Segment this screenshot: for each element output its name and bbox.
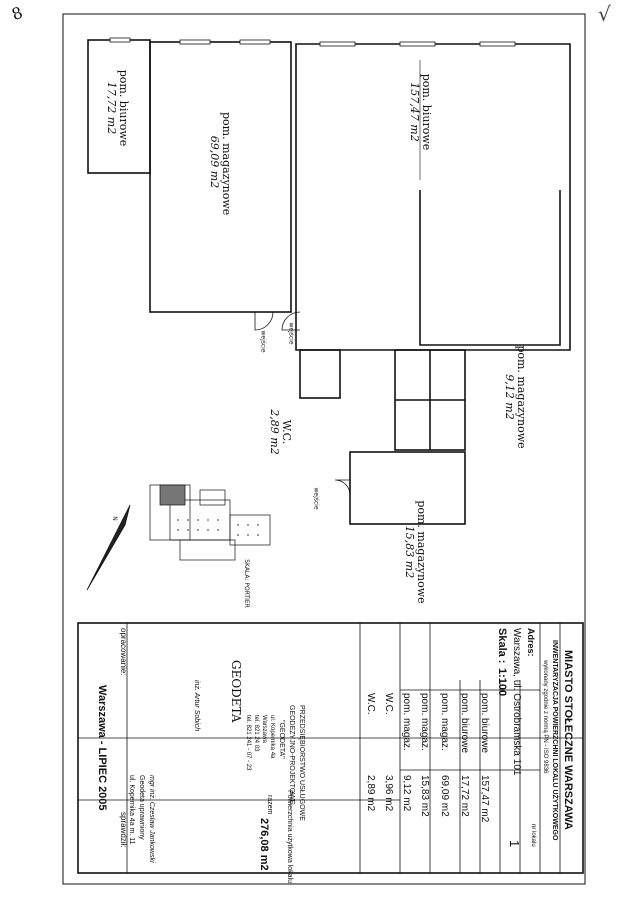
place-date: Warszawa - LIPIEC 2005 (96, 685, 108, 811)
table-row: W.C. (365, 693, 376, 715)
company-addr-4: tel. 821 241 - 07 - 23 (245, 715, 251, 771)
table-row: 3,96 m2 (383, 775, 394, 812)
table-row: 2,89 m2 (365, 775, 376, 812)
norm-note: wykonany zgodnie z normą PN - ISO 9836 (542, 660, 548, 774)
company-addr-3: tel. 821 24 03 (253, 715, 259, 752)
unit-label: nr lokalu (530, 824, 536, 847)
survey-subtitle: INWENTARYZACJA POWIERZCHNI LOKALU UŻYTKO… (551, 640, 558, 841)
verified-label: sprawdził: (119, 812, 128, 848)
company-name-3: "GEODETA" (278, 720, 285, 759)
margin-mark-top-right: √ (598, 2, 611, 26)
scale-label: Skala : (496, 628, 508, 664)
table-row: pom. magaz. (439, 693, 450, 751)
site-plan-thumbnail (149, 484, 271, 561)
door-arc-3 (334, 479, 351, 496)
table-row: 15,83 m2 (419, 775, 430, 817)
prepared-by: inż. Artur Sobich (193, 680, 200, 732)
table-row: W.C. (383, 693, 394, 715)
city-title: MIASTO STOŁECZNE WARSZAWA (562, 650, 574, 830)
company-addr-2: Warszawa (261, 715, 267, 743)
table-row: pom. magaz. (419, 693, 430, 751)
table-row: 9,12 m2 (401, 775, 412, 812)
area-total: 276,08 m2 (258, 818, 270, 871)
table-row: pom. biurowe (459, 693, 470, 754)
table-row: pom. magaz. (401, 693, 412, 751)
table-row: pom. biurowe (479, 693, 490, 754)
table-row: 157,47 m2 (479, 775, 490, 823)
verified-address: ul. Kopernika 4a m. 11 (128, 775, 135, 845)
room-outline-storage-15 (349, 451, 466, 525)
company-addr-1: ul. Kopernika 4a (269, 715, 275, 759)
door-arc-2 (281, 311, 301, 331)
partition-walls (395, 350, 465, 450)
inner-wall (419, 190, 561, 346)
door-arc-1 (254, 311, 274, 331)
area-label: Powierzchnia użytkowa lokalu (286, 790, 293, 883)
verified-by: mgr inż. Czesław Jankowski (148, 775, 155, 863)
prepared-label: opracowanie: (119, 628, 128, 676)
table-row: 69,09 m2 (439, 775, 450, 817)
unit-number: 1 (507, 840, 522, 848)
company-logo: GEODETA (229, 660, 243, 723)
north-arrow (86, 504, 131, 591)
verified-role: Geodeta uprawniony (138, 775, 145, 840)
scale-value: 1:100 (496, 668, 508, 697)
address-label: Adres: (526, 628, 536, 657)
area-total-label: razem (266, 795, 273, 815)
title-block-frame (77, 622, 584, 874)
room-outline-wc-small (299, 349, 341, 399)
table-row: 17,72 m2 (459, 775, 470, 817)
address-value: Warszawa, ul. Ostrobramska 101 (511, 628, 522, 776)
sheet-frame (62, 13, 586, 885)
company-name-1: PRZEDSIĘBIORSTWO USŁUGOWE (298, 705, 305, 821)
